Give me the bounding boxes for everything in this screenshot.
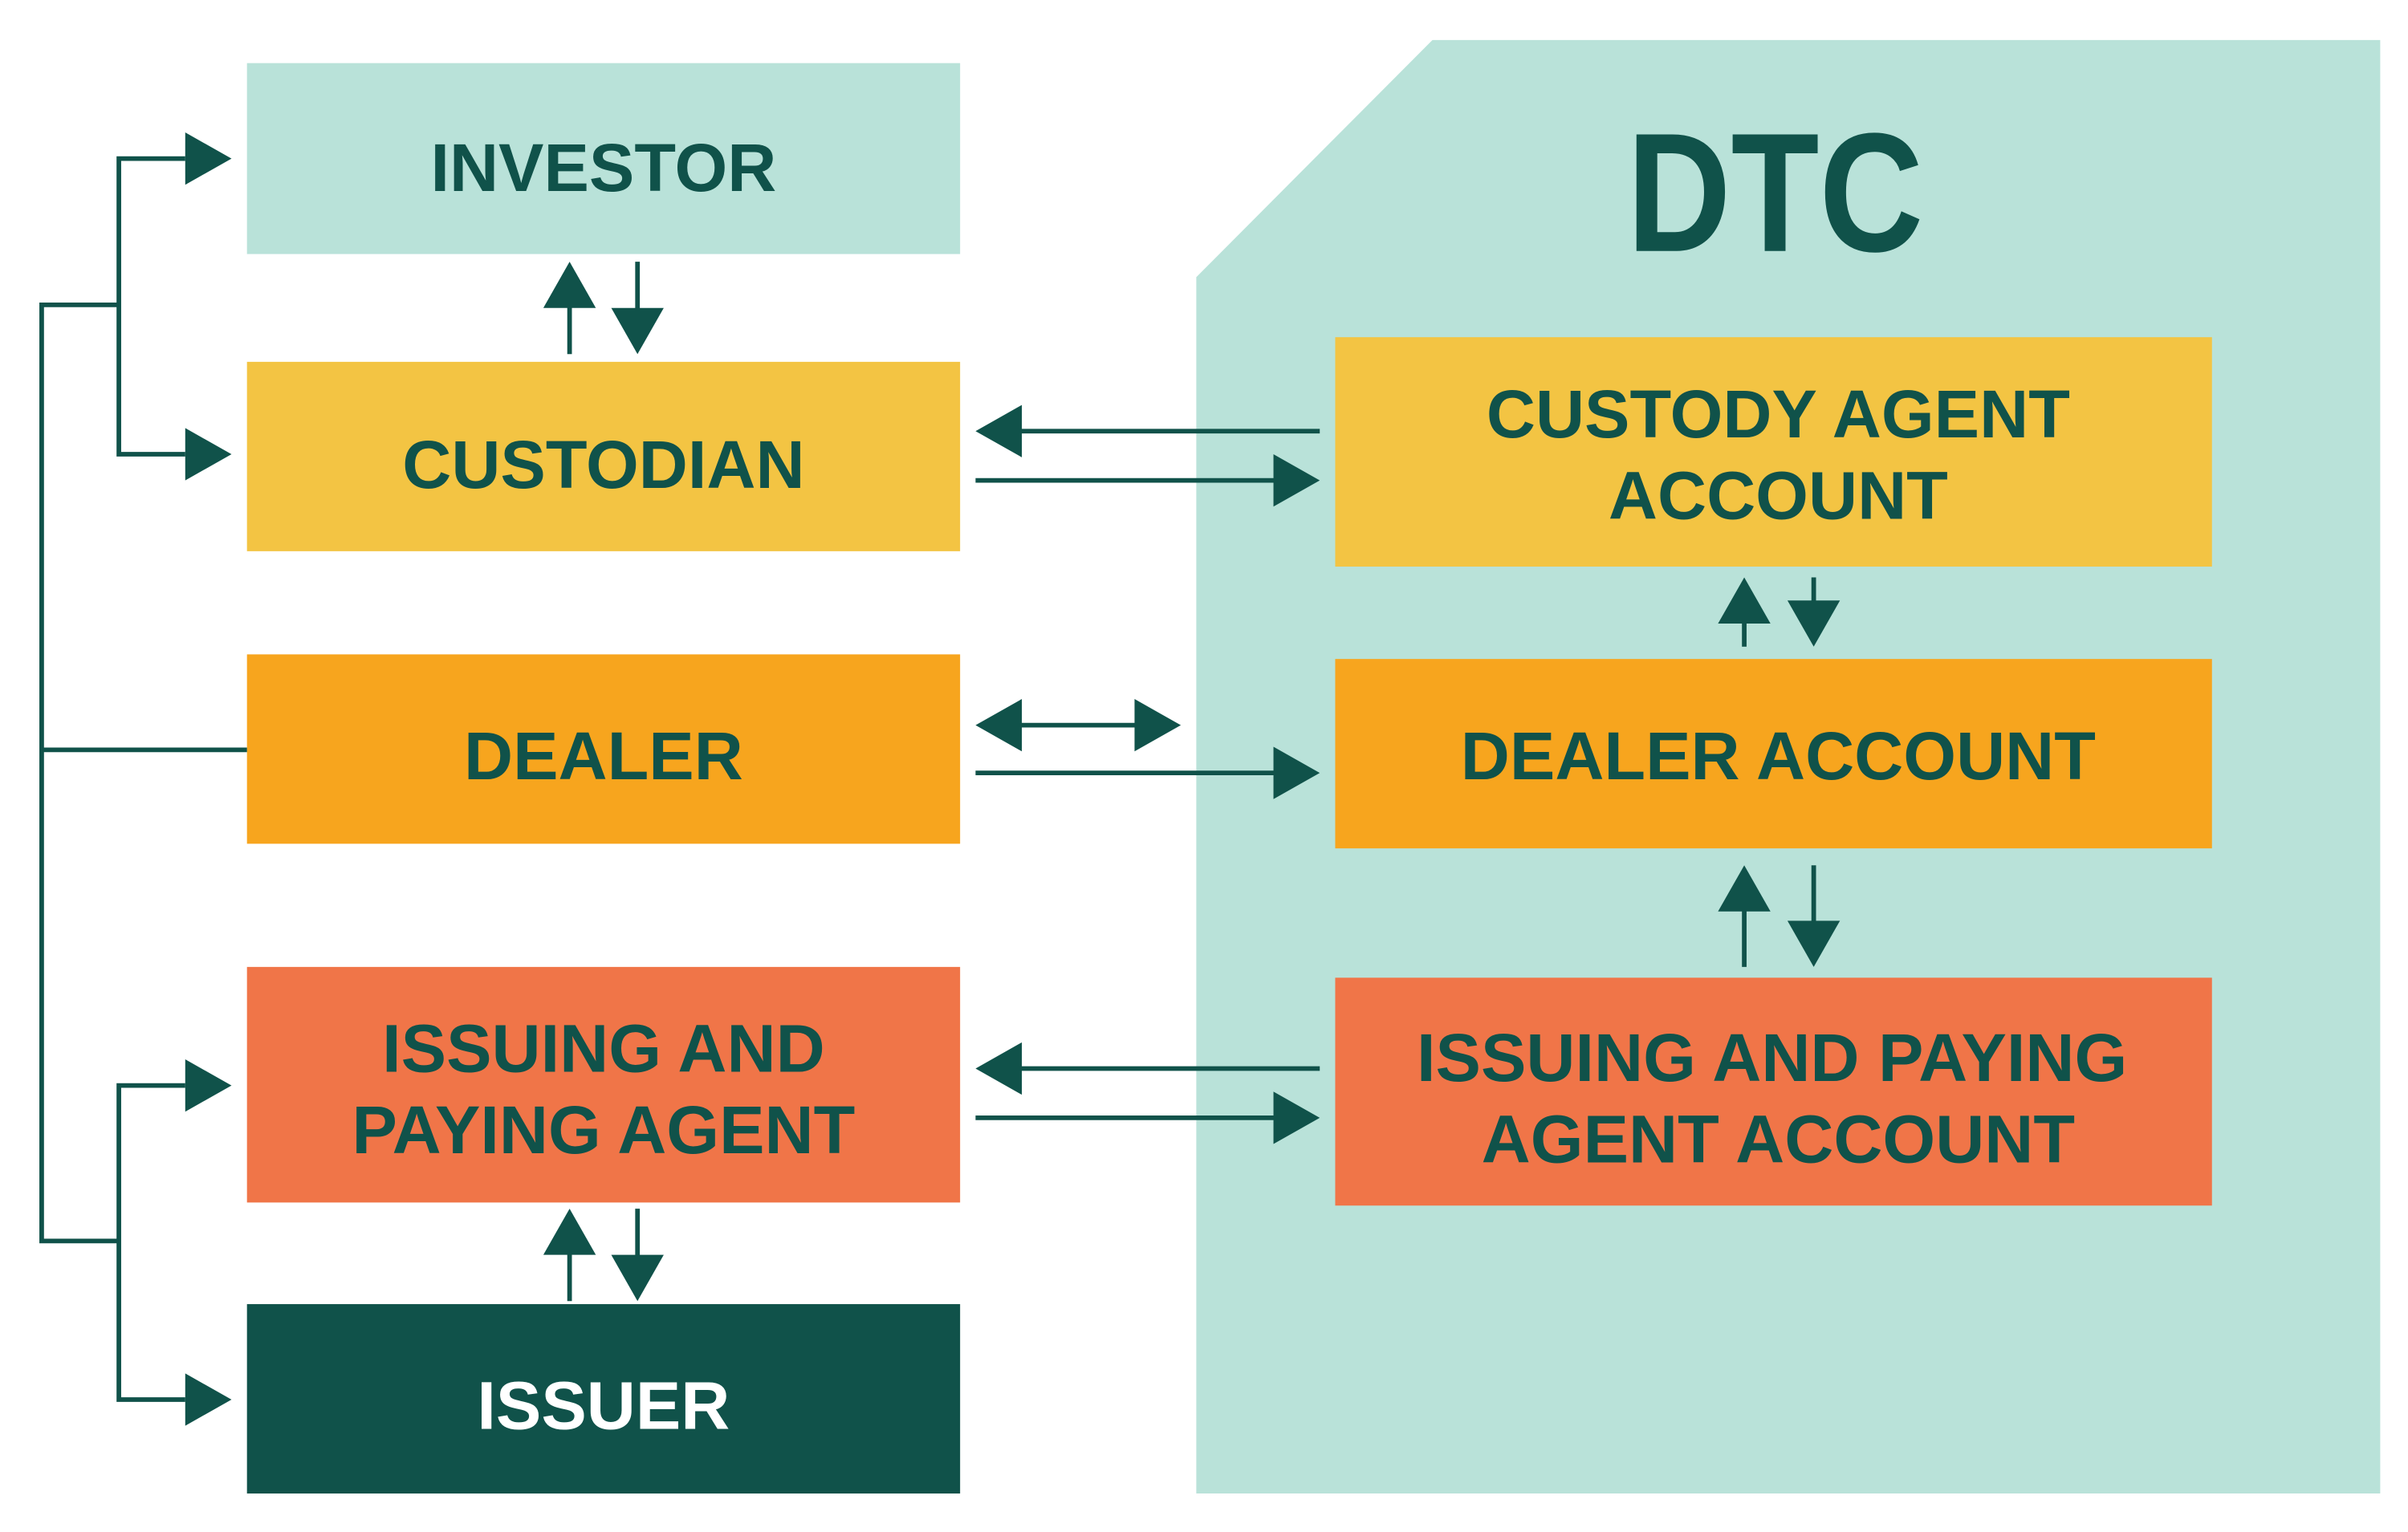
arrow-head-icon: [185, 132, 232, 185]
dealer-box: DEALER: [246, 654, 961, 844]
arrow-head-icon: [185, 428, 232, 481]
custodian-box: CUSTODIAN: [246, 361, 961, 551]
dealer-account-label: DEALER ACCOUNT: [1461, 717, 2096, 794]
dealer-ipa-account-arrows: [1718, 865, 1841, 967]
arrow-head-icon: [185, 1373, 232, 1426]
issuer-box: ISSUER: [246, 1304, 961, 1494]
ipa-issuer-arrows: [543, 1209, 664, 1302]
investor-label: INVESTOR: [430, 129, 776, 205]
ipa-label-line1: ISSUING AND: [382, 1010, 825, 1086]
custodian-custody-account-arrows: [975, 404, 1320, 507]
dealer-label: DEALER: [464, 717, 743, 794]
custody-label-line2: ACCOUNT: [1609, 457, 1948, 534]
investor-box: INVESTOR: [246, 63, 961, 254]
ipa-account-label-line2: AGENT ACCOUNT: [1482, 1101, 2075, 1177]
arrow-head-icon: [185, 1059, 232, 1112]
dealer-dealer-account-arrows: [975, 699, 1320, 799]
investor-custodian-arrows: [543, 262, 664, 355]
left-bracket-connector: [39, 132, 247, 1426]
ipa-account-label-line1: ISSUING AND PAYING: [1417, 1019, 2127, 1095]
custodian-label: CUSTODIAN: [402, 426, 804, 502]
issuer-label: ISSUER: [477, 1367, 730, 1444]
dealer-account-box: DEALER ACCOUNT: [1335, 659, 2212, 849]
ipa-account-box: ISSUING AND PAYING AGENT ACCOUNT: [1335, 977, 2212, 1206]
dtc-title: DTC: [1627, 98, 1924, 287]
issuing-paying-agent-box: ISSUING AND PAYING AGENT: [246, 966, 961, 1203]
custody-dealer-account-arrows: [1718, 577, 1841, 647]
custody-agent-account-box: CUSTODY AGENT ACCOUNT: [1335, 337, 2212, 567]
ipa-ipa-account-arrows: [975, 1042, 1320, 1144]
custody-label-line1: CUSTODY AGENT: [1487, 376, 2070, 452]
ipa-label-line2: PAYING AGENT: [352, 1091, 856, 1168]
